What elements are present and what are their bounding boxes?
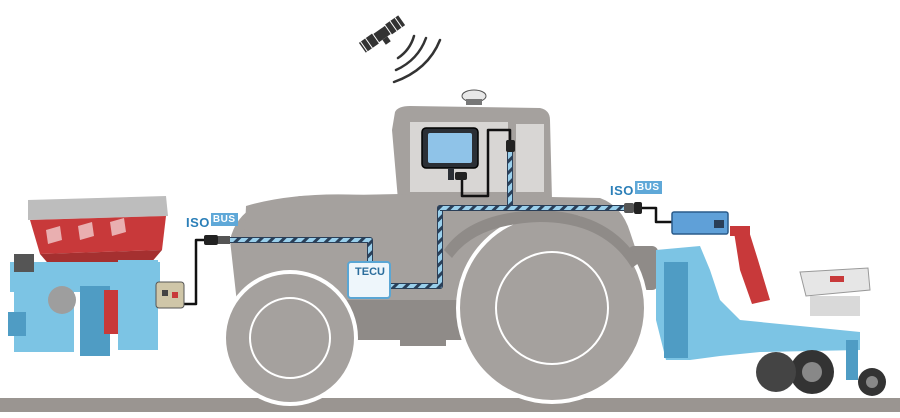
isobus-cables — [180, 128, 672, 306]
satellite-icon — [358, 15, 406, 53]
isobus-logo-rear-bus: BUS — [210, 213, 238, 226]
rear-implement — [8, 196, 168, 356]
isobus-logo-front-iso: ISO — [610, 183, 634, 198]
rear-connector — [204, 235, 230, 245]
front-connector — [624, 202, 642, 214]
tecu-label: TECU — [355, 266, 385, 278]
rear-implement-ecu — [155, 281, 185, 309]
tecu-box — [347, 261, 391, 299]
rear-wheel — [222, 270, 358, 406]
front-fender — [444, 210, 640, 268]
front-implement — [656, 211, 886, 396]
gps-antenna-icon — [461, 89, 487, 105]
cab-connector — [455, 140, 515, 180]
terminal-display-icon — [421, 127, 479, 180]
front-wheel — [456, 212, 648, 404]
ground — [0, 398, 900, 412]
signal-waves — [392, 34, 442, 84]
isobus-logo-front-bus: BUS — [634, 181, 662, 194]
isobus-logo-rear-iso: ISO — [186, 215, 210, 230]
